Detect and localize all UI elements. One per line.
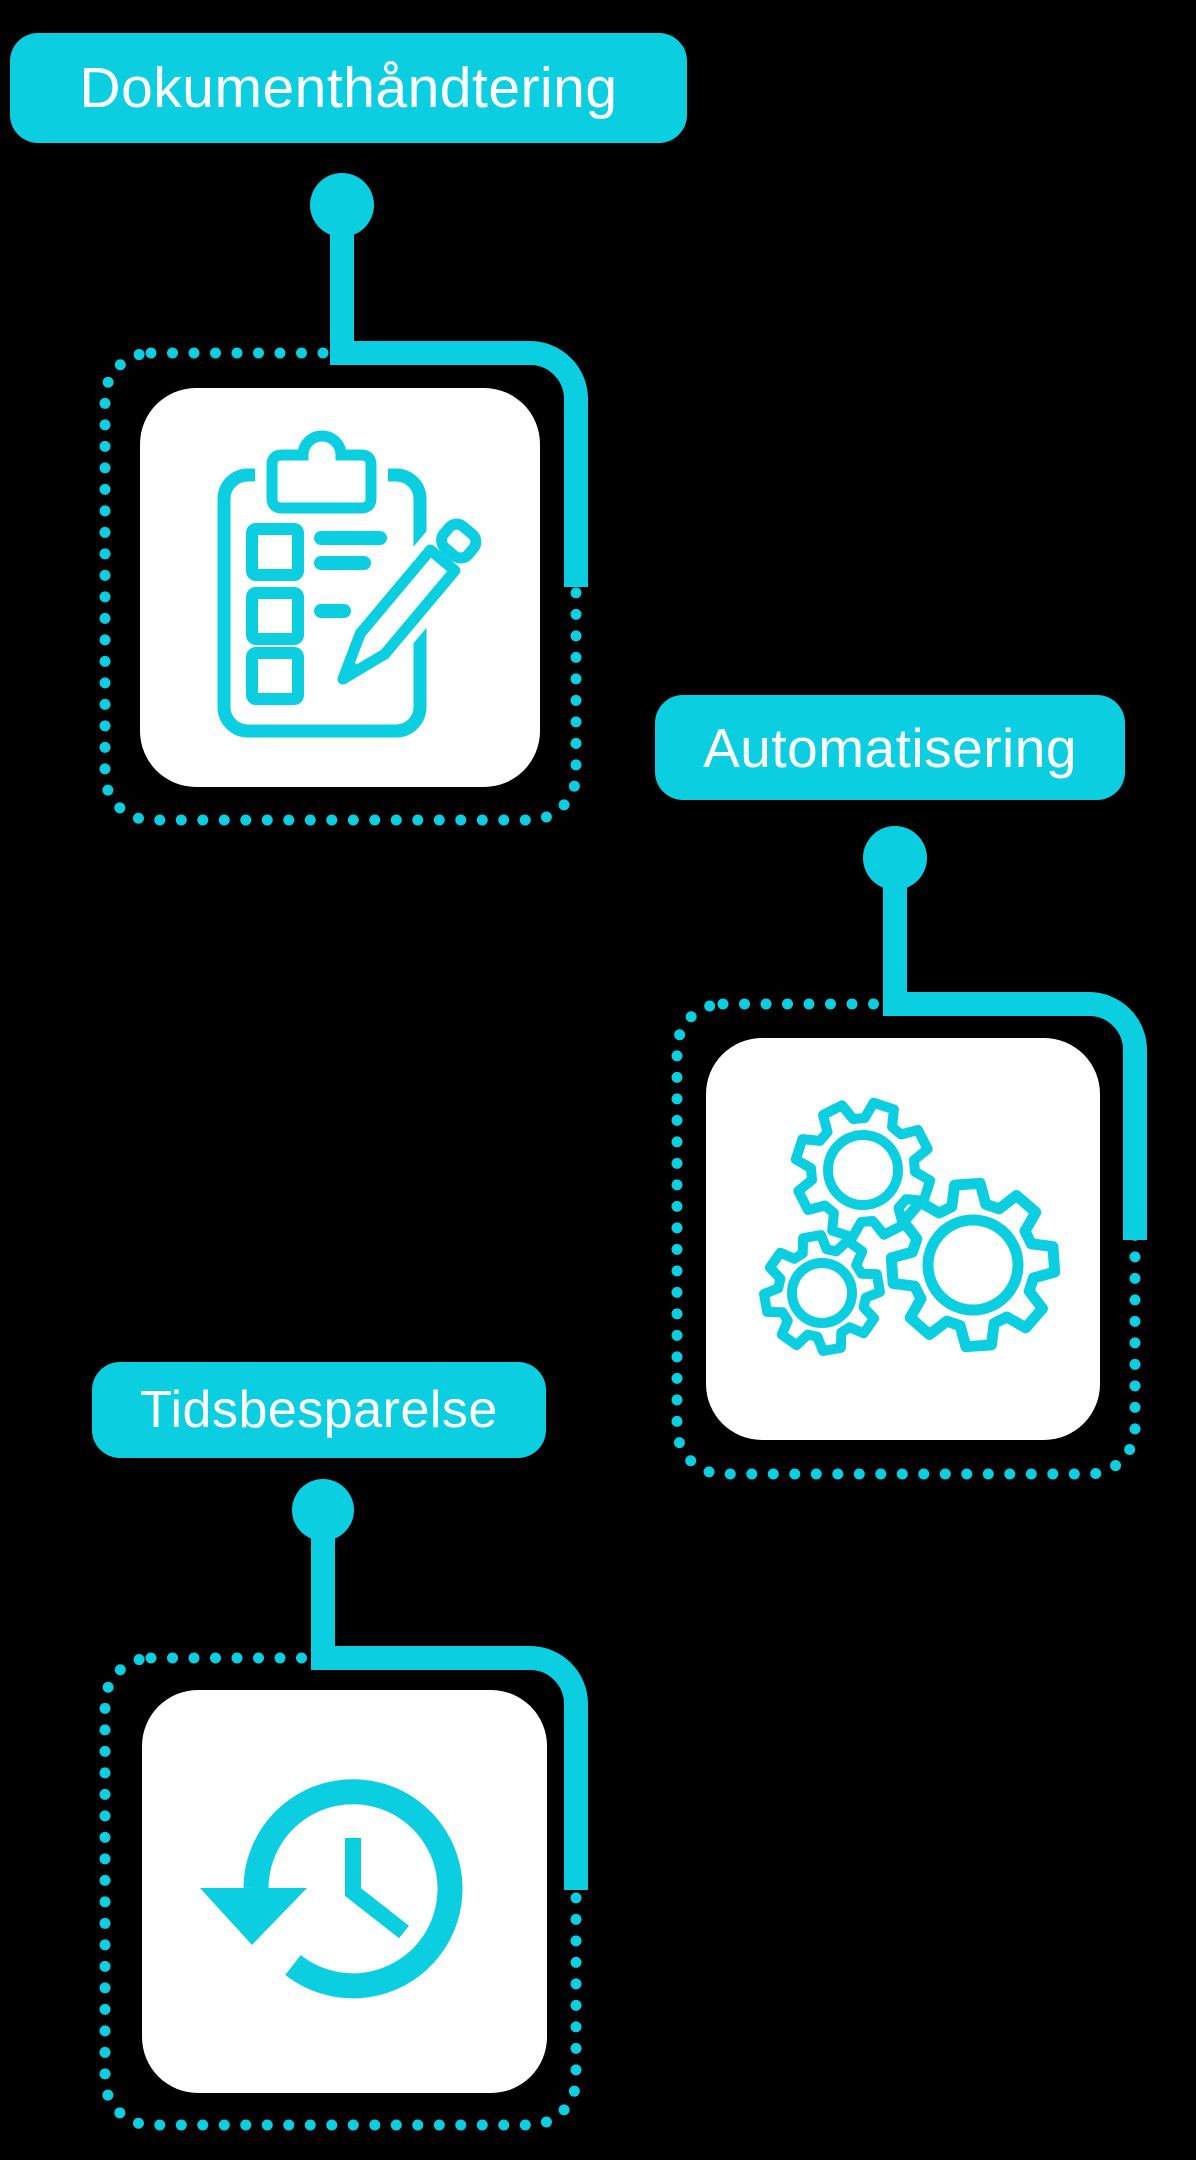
gear-shape [790, 1097, 936, 1243]
gears-group [759, 1097, 1061, 1356]
checkbox-2 [246, 587, 304, 645]
gear-hole [922, 1214, 1024, 1316]
checklist-lines [314, 531, 387, 618]
checkbox-3 [246, 647, 304, 705]
pencil-tip [343, 658, 362, 679]
clock-ring-arc [243, 1779, 463, 1999]
connector-node-automatisering [863, 826, 927, 890]
clock-history-icon [200, 1779, 463, 1999]
connector-hook-tidsbesparelse [311, 1515, 588, 1890]
gear-shape [759, 1230, 885, 1356]
clipboard-clip [266, 430, 377, 514]
gears-icon [759, 1097, 1061, 1356]
connector-hook-dokumenthandtering [330, 210, 588, 587]
card-tidsbesparelse [142, 1690, 547, 2093]
label-tidsbesparelse: Tidsbesparelse [92, 1362, 546, 1458]
label-dokumenthandtering: Dokumenthåndtering [10, 33, 687, 143]
clipboard-checklist-icon [217, 419, 496, 738]
history-arrowhead [200, 1888, 307, 1945]
gear-shape [885, 1177, 1061, 1353]
gear-hole [823, 1130, 903, 1210]
checkbox-1 [246, 523, 304, 581]
pencil-eraser [436, 518, 482, 564]
pencil-body [337, 544, 461, 685]
gear-hole [787, 1258, 857, 1328]
connector-node-dokumenthandtering [310, 173, 374, 237]
connector-node-tidsbesparelse [292, 1479, 354, 1541]
pencil [320, 505, 496, 698]
card-dokumenthandtering [140, 388, 540, 787]
clock-hands [345, 1838, 409, 1939]
label-automatisering: Automatisering [655, 695, 1125, 800]
connector-hook-automatisering [883, 863, 1147, 1240]
card-automatisering [706, 1038, 1100, 1440]
